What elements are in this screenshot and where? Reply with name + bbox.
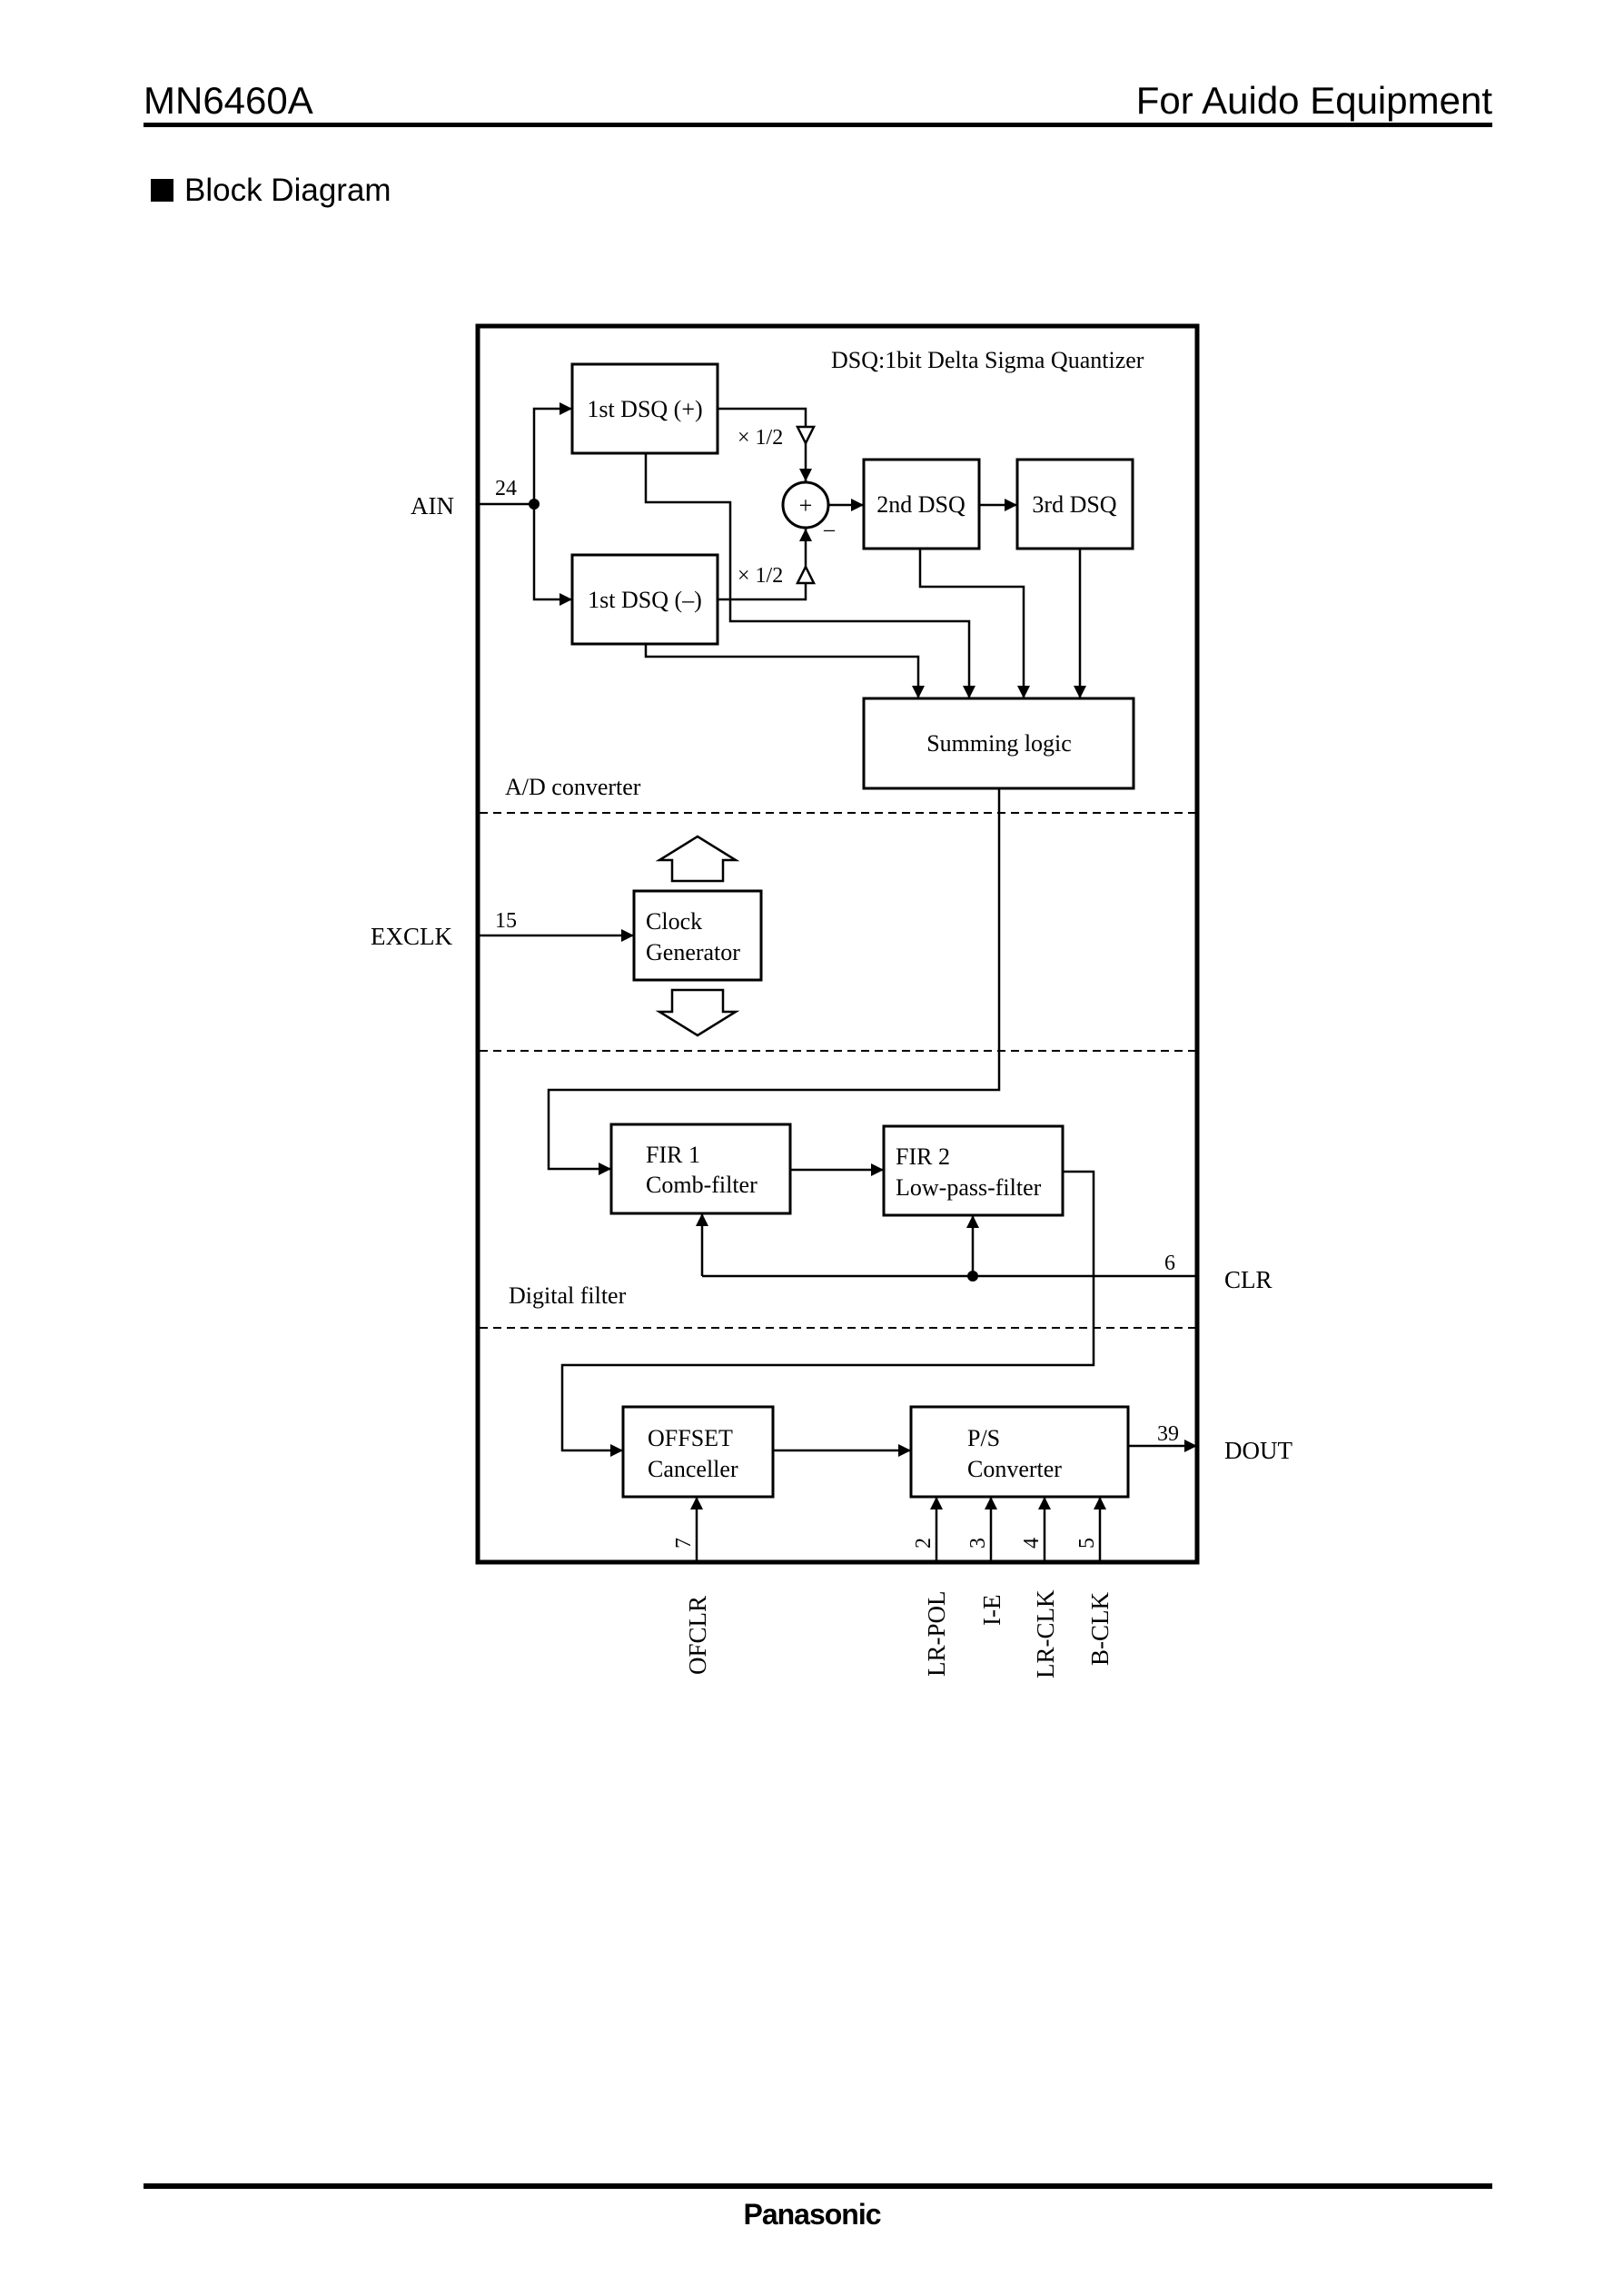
fir2-to-offset-wire (560, 1170, 1095, 1457)
summing-logic-label: Summing logic (926, 730, 1072, 757)
pin-dout-number: 39 (1157, 1422, 1179, 1446)
pin-exclk-name: EXCLK (371, 923, 452, 950)
fir1-label-1: FIR 1 (646, 1142, 700, 1168)
pin-ofclr-number: 7 (672, 1538, 696, 1549)
fir2-block (882, 1124, 1065, 1217)
gain-triangle-top (795, 425, 817, 446)
clock-output-up-arrow-icon (655, 835, 740, 883)
ps-converter-label-1: P/S (967, 1425, 1000, 1451)
header-rule (144, 123, 1492, 127)
pin-ain-number: 24 (495, 477, 517, 500)
pin-dout-name: DOUT (1224, 1437, 1292, 1464)
dsq-minus-label: 1st DSQ (–) (588, 587, 702, 613)
ps-converter-label-2: Converter (967, 1456, 1062, 1482)
pin-lrclk-name: LR-CLK (1032, 1589, 1059, 1678)
pin-clr-name: CLR (1224, 1266, 1272, 1293)
section-heading: Block Diagram (151, 171, 391, 211)
pin-lrpol-name: LR-POL (923, 1591, 950, 1677)
pin-clr-number: 6 (1164, 1252, 1175, 1275)
clock-generator-label-2: Generator (646, 939, 740, 965)
gain-triangle-bottom (795, 564, 817, 585)
gain-label-top: × 1/2 (738, 426, 783, 450)
clock-output-down-arrow-icon (655, 988, 740, 1037)
square-bullet-icon (151, 179, 173, 202)
ps-converter-block (909, 1405, 1130, 1499)
fir2-label-2: Low-pass-filter (896, 1174, 1042, 1201)
dsq-legend: DSQ:1bit Delta Sigma Quantizer (831, 347, 1144, 373)
summing-to-fir1-wire (547, 788, 1001, 1175)
pin-lrpol-number: 2 (912, 1538, 936, 1549)
clock-generator-block (632, 889, 763, 982)
pin-lrclk-number: 4 (1020, 1538, 1044, 1549)
part-number: MN6460A (144, 79, 313, 122)
ain-to-dsq-plus-wire (532, 402, 572, 504)
gain-label-bottom: × 1/2 (738, 564, 783, 588)
digital-filter-label: Digital filter (509, 1282, 627, 1309)
brand-logo: Panasonic (743, 2198, 881, 2231)
dsq-plus-to-adder-wire (718, 407, 807, 427)
fir2-label-1: FIR 2 (896, 1143, 950, 1170)
pin-ie-number: 3 (966, 1538, 990, 1549)
pin-bclk-name: B-CLK (1086, 1591, 1114, 1666)
section-title-text: Block Diagram (184, 173, 391, 208)
document-category: For Auido Equipment (1135, 79, 1492, 122)
pin-ie-name: I-E (978, 1595, 1005, 1626)
dsq3-label: 3rd DSQ (1032, 491, 1116, 518)
clr-junction-dot (967, 1271, 978, 1282)
dsq-plus-label: 1st DSQ (+) (587, 396, 702, 422)
offset-canceller-block (621, 1405, 775, 1499)
adder-minus-sign: – (823, 518, 836, 541)
adder-plus-sign: + (799, 492, 813, 519)
dsq-minus-to-adder-wire (718, 583, 807, 601)
fir1-label-2: Comb-filter (646, 1172, 758, 1198)
ad-converter-label: A/D converter (505, 774, 641, 800)
pin-exclk-number: 15 (495, 909, 517, 933)
dsq2-to-summing-wire (918, 549, 1030, 698)
fir1-block (609, 1123, 792, 1215)
pin-bclk-number: 5 (1075, 1538, 1099, 1549)
ain-to-dsq-minus-wire (532, 504, 572, 606)
pin-ain-name: AIN (411, 492, 454, 520)
dsq2-label: 2nd DSQ (876, 491, 965, 518)
dsq-minus-to-summing-wire (644, 644, 925, 698)
clock-generator-label-1: Clock (646, 908, 702, 935)
offset-canceller-label-2: Canceller (648, 1456, 738, 1482)
dsq-plus-to-summing-wire (644, 453, 975, 698)
chip-outline (475, 323, 1200, 1565)
pin-ofclr-name: OFCLR (684, 1596, 711, 1675)
offset-canceller-label-1: OFFSET (648, 1425, 733, 1451)
footer-rule (144, 2183, 1492, 2189)
